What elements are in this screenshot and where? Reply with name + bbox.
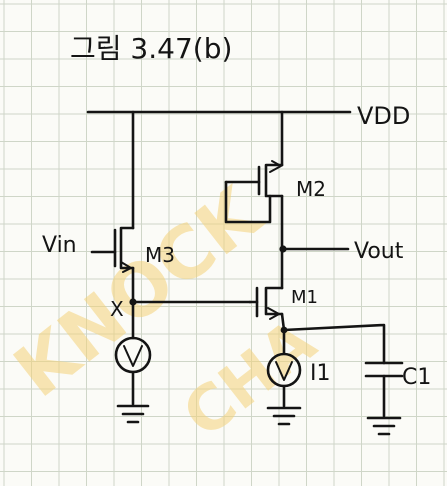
left-current-source xyxy=(114,336,152,406)
ground-right-icon xyxy=(366,416,402,436)
vdd-label: VDD xyxy=(357,102,410,130)
c1-label: C1 xyxy=(402,365,431,390)
cap-top-wire xyxy=(282,323,386,365)
ground-middle-icon xyxy=(266,406,302,426)
right-current-source xyxy=(266,328,302,408)
ground-left-icon xyxy=(116,404,150,424)
m1-label: M1 xyxy=(291,287,318,308)
m2-label: M2 xyxy=(296,177,326,201)
i1-label: I1 xyxy=(310,361,331,386)
node-x-label: X xyxy=(110,297,124,321)
watermark-text-2: CHA xyxy=(169,305,329,452)
vin-label: Vin xyxy=(42,233,77,258)
m2-transistor xyxy=(224,160,284,224)
m3-label: M3 xyxy=(145,243,175,267)
figure-title: 그림 3.47(b) xyxy=(70,32,232,65)
m3-transistor xyxy=(90,226,135,273)
capacitor-c1-icon xyxy=(364,361,404,418)
m1-transistor xyxy=(248,286,284,320)
vout-label: Vout xyxy=(354,239,404,264)
